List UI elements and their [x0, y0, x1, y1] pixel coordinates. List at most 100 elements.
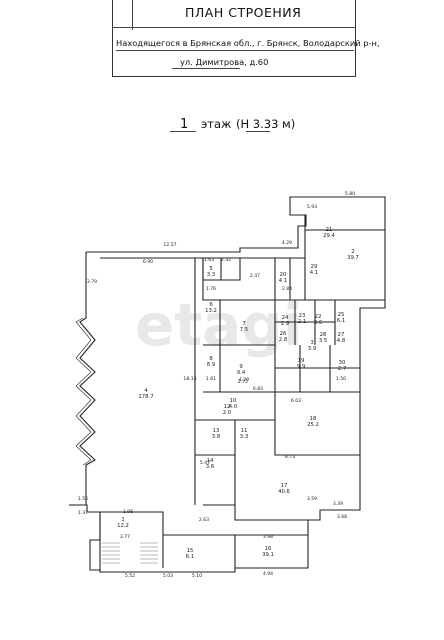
stair-block	[89, 512, 101, 571]
room-number: 29	[311, 264, 318, 270]
dimension-value: 1.56	[78, 496, 88, 502]
room-area: 3.8	[212, 434, 221, 440]
dimension-value: 6.83	[253, 386, 263, 392]
room-area: 39.7	[347, 255, 359, 261]
outer-wall-main	[69, 196, 386, 573]
room-area: 6.1	[337, 318, 345, 324]
room-area: 8.9	[207, 362, 215, 368]
room-number: 30	[339, 360, 346, 366]
walls	[69, 196, 386, 573]
dimension-value: 1.61	[206, 376, 216, 382]
address-underline-2	[172, 68, 240, 69]
room-area: 4.8	[337, 338, 346, 344]
dimension-value: 6.03	[291, 398, 301, 404]
room-number: 28	[320, 332, 327, 338]
room-number: 26	[280, 331, 287, 337]
room-area: 2.1	[298, 319, 306, 325]
room-number: 16	[265, 546, 272, 552]
room-area: 4.1	[279, 278, 287, 284]
dimension-value: 2.84	[282, 286, 292, 292]
title-block-divider	[132, 0, 133, 30]
dimension-value: 5.10	[192, 573, 202, 579]
stair-treads	[102, 542, 158, 564]
room-number: 12	[224, 404, 231, 410]
dimension-value: 4.29	[282, 240, 292, 246]
dimension-value: 2.32	[221, 257, 231, 263]
dimension-value: 3.77	[120, 534, 130, 540]
entrance-block	[100, 511, 164, 568]
room-area: 4.0	[229, 404, 238, 410]
dimension-value: 1.37	[78, 510, 88, 516]
room-number: 24	[282, 315, 289, 321]
room-number: 18	[310, 416, 317, 422]
plan-title: ПЛАН СТРОЕНИЯ	[185, 5, 302, 20]
room-area: 3.6	[206, 464, 215, 470]
dimension-value: 1.50	[336, 376, 346, 382]
room-number: 9	[239, 364, 242, 370]
room-number: 17	[281, 483, 288, 489]
room-area: 40.6	[278, 489, 290, 495]
room17-box	[234, 455, 320, 521]
room-area: 25.2	[307, 422, 319, 428]
room-area: 2.9	[281, 321, 289, 327]
room-number: 13	[213, 428, 220, 434]
floor-height-underline	[246, 131, 270, 132]
dimension-value: 1.76	[206, 286, 216, 292]
room-area: 12.2	[117, 523, 129, 529]
room-area: 2.7	[338, 366, 346, 372]
room-number: 4	[144, 388, 148, 394]
small-rooms-b	[275, 345, 360, 392]
dimension-value: 3.68	[337, 514, 347, 520]
dimension-value: 1.63	[204, 257, 214, 263]
room-area: 7.5	[240, 327, 248, 333]
room-area: 3.3	[207, 272, 215, 278]
floor-number: 1	[180, 117, 189, 132]
small-rooms-a	[274, 300, 336, 345]
room-area: 3.6	[314, 320, 323, 326]
address-line-1: Находящегося в Брянская обл., г. Брянск,…	[116, 38, 380, 48]
dimension-value: 2.47	[250, 273, 260, 279]
dimension-value: 4.94	[263, 571, 273, 577]
room-number: 1	[121, 517, 124, 523]
room-number: 3	[310, 340, 313, 346]
dimension-value: 5.93	[307, 204, 317, 210]
dimension-value: 3.98	[263, 534, 273, 540]
dimension-value: 5.03	[163, 573, 173, 579]
room-number: 15	[187, 548, 194, 554]
room-number: 5	[209, 266, 212, 272]
room-number: 19	[298, 358, 305, 364]
title-block-frame	[112, 0, 356, 77]
room-number: 22	[315, 314, 322, 320]
core-north	[195, 257, 385, 301]
address-underline-1	[116, 50, 354, 51]
room-number: 11	[241, 428, 248, 434]
dimension-value: 18.13	[183, 376, 196, 382]
room-area: 39.1	[262, 552, 274, 558]
room-area: 3.9	[308, 346, 316, 352]
room18-box	[274, 392, 360, 456]
room20-wall	[275, 257, 305, 300]
outer-wall-west-bays	[79, 252, 96, 505]
dimension-value: 5.80	[345, 191, 355, 197]
dimension-value: 8.73	[285, 454, 295, 460]
dimension-value: 3.39	[333, 501, 343, 507]
dimension-value: 5.52	[125, 573, 135, 579]
floor-height: (Н 3.33 м)	[236, 117, 296, 131]
lower-core	[195, 419, 236, 506]
room-number: 20	[280, 272, 287, 278]
room-area: 3.5	[319, 338, 327, 344]
room-area: 3.3	[240, 434, 248, 440]
dimension-value: 3.79	[87, 279, 97, 285]
room-area: 178.7	[138, 394, 153, 400]
room-number: 21	[326, 227, 333, 233]
dimension-value: 3.59	[307, 496, 317, 502]
room-number: 25	[338, 312, 345, 318]
room-area: 29.4	[323, 233, 335, 239]
dimension-value: 4.29	[239, 377, 249, 383]
room-area: 9.9	[297, 364, 305, 370]
room-number: 27	[338, 332, 345, 338]
room-area: 4.1	[310, 270, 318, 276]
